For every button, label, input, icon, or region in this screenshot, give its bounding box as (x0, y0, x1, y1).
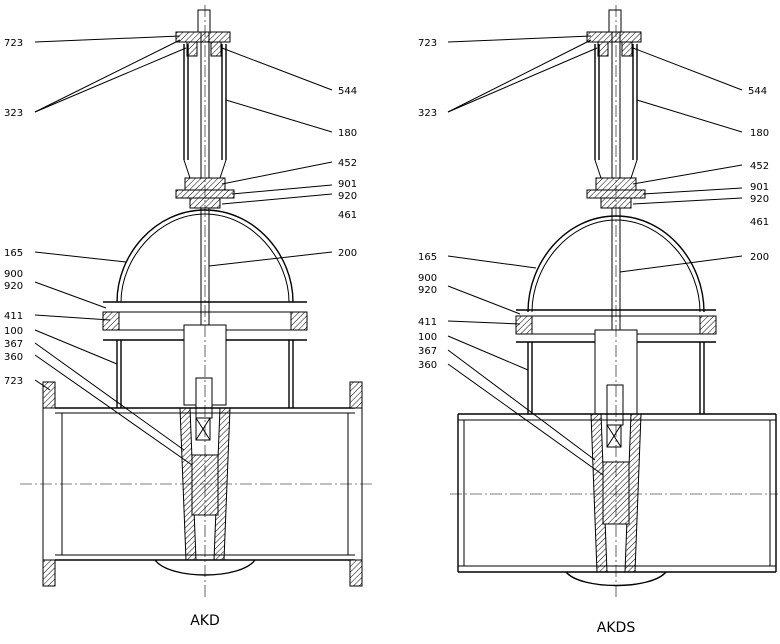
label-901: 901 (750, 182, 769, 193)
label-200: 200 (338, 248, 357, 259)
label-452: 452 (338, 158, 357, 169)
label-165: 165 (4, 248, 23, 259)
bonnet-tube (183, 44, 227, 179)
body-pipe (457, 413, 777, 587)
label-360: 360 (418, 360, 437, 371)
stem-top-assembly (175, 9, 231, 57)
bonnet-flange (102, 301, 308, 341)
caption-akds: AKDS (597, 620, 636, 636)
caption-akd: AKD (190, 613, 220, 629)
label-323: 323 (4, 108, 23, 119)
label-461: 461 (750, 217, 769, 228)
label-452: 452 (750, 161, 769, 172)
label-411: 411 (4, 311, 23, 322)
label-920-b: 920 (418, 285, 437, 296)
label-920: 920 (750, 194, 769, 205)
label-180: 180 (750, 128, 769, 139)
diagram-akds: 723 323 544 180 452 901 920 461 165 200 … (418, 5, 778, 636)
label-200: 200 (750, 252, 769, 263)
label-367: 367 (4, 339, 23, 350)
diagram-akd: 723 323 544 180 452 901 920 461 165 200 … (4, 5, 375, 629)
label-360: 360 (4, 352, 23, 363)
label-723: 723 (4, 38, 23, 49)
label-544: 544 (748, 86, 767, 97)
label-544: 544 (338, 86, 357, 97)
label-461: 461 (338, 210, 357, 221)
label-165: 165 (418, 252, 437, 263)
leader-lines (34, 35, 333, 466)
label-723: 723 (418, 38, 437, 49)
leader-lines (447, 35, 743, 476)
bonnet-tube (594, 44, 638, 179)
label-901: 901 (338, 179, 357, 190)
label-920: 920 (338, 191, 357, 202)
label-100: 100 (418, 332, 437, 343)
label-100: 100 (4, 326, 23, 337)
label-723-b: 723 (4, 376, 23, 387)
label-180: 180 (338, 128, 357, 139)
label-920-b: 920 (4, 281, 23, 292)
label-367: 367 (418, 346, 437, 357)
label-323: 323 (418, 108, 437, 119)
label-900: 900 (418, 273, 437, 284)
body-neck (116, 340, 294, 408)
label-411: 411 (418, 317, 437, 328)
stem-top-assembly (586, 9, 642, 57)
label-900: 900 (4, 269, 23, 280)
body-neck (527, 342, 705, 414)
